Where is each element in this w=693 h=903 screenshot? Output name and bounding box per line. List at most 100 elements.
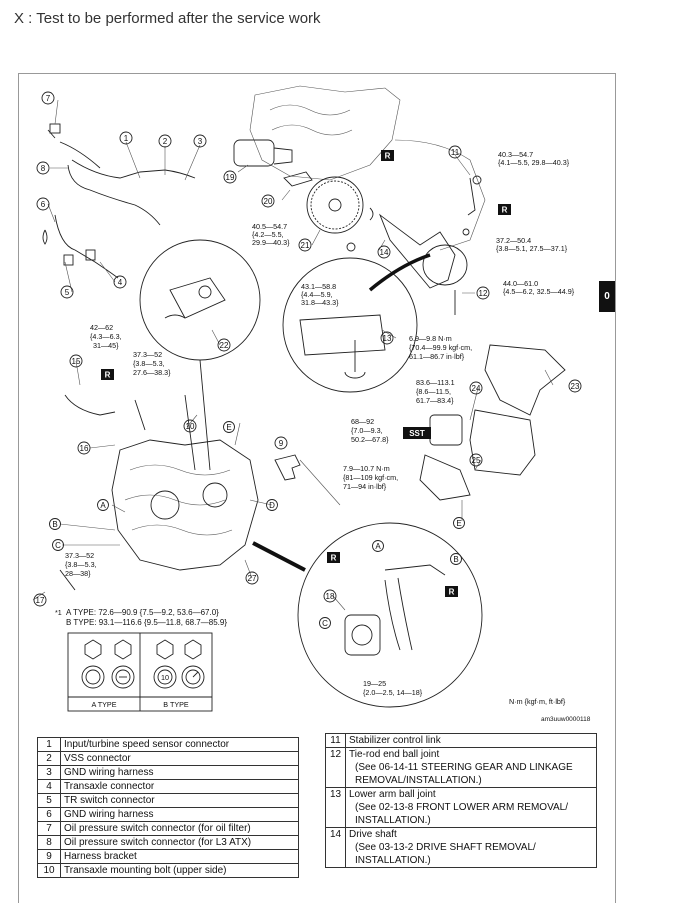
svg-text:18: 18 (326, 592, 335, 601)
callout: 15 (69, 354, 83, 368)
svg-text:83.6—113.1: 83.6—113.1 (416, 378, 455, 387)
callout: 20 (261, 194, 275, 208)
torque-labels: 40.3—54.7 {4.1—5.5, 29.8—40.3} 40.5—54.7… (65, 150, 575, 697)
svg-text:68—92: 68—92 (351, 417, 374, 426)
svg-text:A: A (100, 501, 106, 510)
callout-numbers: 1 2 3 4 5 6 7 8 9 10 11 12 13 14 15 16 1… (33, 91, 582, 607)
callout: A (97, 499, 109, 511)
knuckle-assembly (369, 175, 482, 315)
starter-motor (233, 139, 313, 187)
svg-text:13: 13 (383, 334, 392, 343)
svg-text:37.3—52: 37.3—52 (65, 551, 94, 560)
svg-text:SST: SST (409, 429, 425, 438)
svg-text:61.1—86.7 in·lbf}: 61.1—86.7 in·lbf} (409, 352, 465, 361)
callout: C (319, 617, 331, 629)
svg-text:21: 21 (301, 241, 310, 250)
callout: 17 (33, 593, 47, 607)
callout: 16 (77, 441, 91, 455)
callout: 6 (36, 197, 50, 211)
svg-text:17: 17 (36, 596, 45, 605)
flywheel (306, 176, 364, 252)
svg-text:27: 27 (248, 574, 257, 583)
callout: E (453, 517, 465, 529)
letter-callouts: A A B B C C D E E (49, 421, 465, 629)
svg-text:*1: *1 (55, 608, 62, 617)
r-badges: R R R R R SST (101, 150, 511, 597)
svg-text:{3.8—5.3,: {3.8—5.3, (65, 560, 97, 569)
svg-text:11: 11 (451, 148, 460, 157)
svg-text:28—38}: 28—38} (65, 569, 91, 578)
callout: C (52, 539, 64, 551)
svg-text:2: 2 (163, 137, 168, 146)
callout: 19 (223, 170, 237, 184)
svg-text:{4.4—5.9,: {4.4—5.9, (301, 290, 333, 299)
svg-text:R: R (331, 554, 337, 563)
svg-text:D: D (269, 501, 275, 510)
callout: B (49, 518, 61, 530)
svg-text:{3.8—5.1, 27.5—37.1}: {3.8—5.1, 27.5—37.1} (496, 244, 568, 253)
svg-text:B: B (52, 520, 57, 529)
svg-text:5: 5 (65, 288, 70, 297)
units-note: N·m {kgf·m, ft·lbf} (509, 697, 566, 706)
svg-text:{2.0—2.5, 14—18}: {2.0—2.5, 14—18} (363, 688, 423, 697)
inset-top-left (139, 239, 261, 361)
svg-text:10: 10 (161, 673, 169, 682)
page-header: X : Test to be performed after the servi… (14, 10, 321, 27)
callout: 3 (193, 134, 207, 148)
svg-text:A: A (375, 542, 381, 551)
section-tab[interactable]: 0 (599, 281, 615, 312)
svg-text:C: C (322, 619, 328, 628)
svg-text:{4.2—5.5,: {4.2—5.5, (252, 230, 284, 239)
svg-text:31.8—43.3}: 31.8—43.3} (301, 298, 339, 307)
svg-text:R: R (449, 588, 455, 597)
svg-text:{81—109 kgf·cm,: {81—109 kgf·cm, (343, 473, 398, 482)
svg-text:19—25: 19—25 (363, 679, 386, 688)
svg-text:15: 15 (72, 357, 81, 366)
svg-text:7.9—10.7 N·m: 7.9—10.7 N·m (343, 464, 390, 473)
callout: 2 (158, 134, 172, 148)
svg-text:{4.5—6.2, 32.5—44.9}: {4.5—6.2, 32.5—44.9} (503, 287, 575, 296)
callout: B (450, 553, 462, 565)
svg-text:22: 22 (220, 341, 229, 350)
callout: 12 (476, 286, 490, 300)
svg-text:C: C (55, 541, 61, 550)
svg-text:{7.0—9.3,: {7.0—9.3, (351, 426, 383, 435)
svg-text:{3.8—5.3,: {3.8—5.3, (133, 359, 165, 368)
inset-middle (282, 257, 418, 393)
svg-text:6.9—9.8 N·m: 6.9—9.8 N·m (409, 334, 452, 343)
mount-bracket (419, 344, 566, 501)
callout: 24 (469, 381, 483, 395)
inset-bottom (297, 522, 483, 708)
svg-text:B TYPE: B TYPE (163, 700, 189, 709)
svg-text:42—62: 42—62 (90, 323, 113, 332)
svg-text:1: 1 (124, 134, 129, 143)
svg-text:27.6—38.3}: 27.6—38.3} (133, 368, 171, 377)
svg-text:7: 7 (46, 94, 51, 103)
svg-text:37.2—50.4: 37.2—50.4 (496, 236, 531, 245)
svg-text:12: 12 (479, 289, 488, 298)
svg-text:71—94 in·lbf}: 71—94 in·lbf} (343, 482, 387, 491)
svg-text:31—45}: 31—45} (93, 341, 119, 350)
callout: 21 (298, 238, 312, 252)
figure-code: am3uuw0000118 (541, 716, 591, 723)
svg-text:14: 14 (380, 248, 389, 257)
svg-text:3: 3 (198, 137, 203, 146)
svg-text:R: R (105, 371, 111, 380)
callout: 11 (448, 145, 462, 159)
transaxle-body (111, 359, 259, 571)
svg-text:{4.3—6.3,: {4.3—6.3, (90, 332, 122, 341)
